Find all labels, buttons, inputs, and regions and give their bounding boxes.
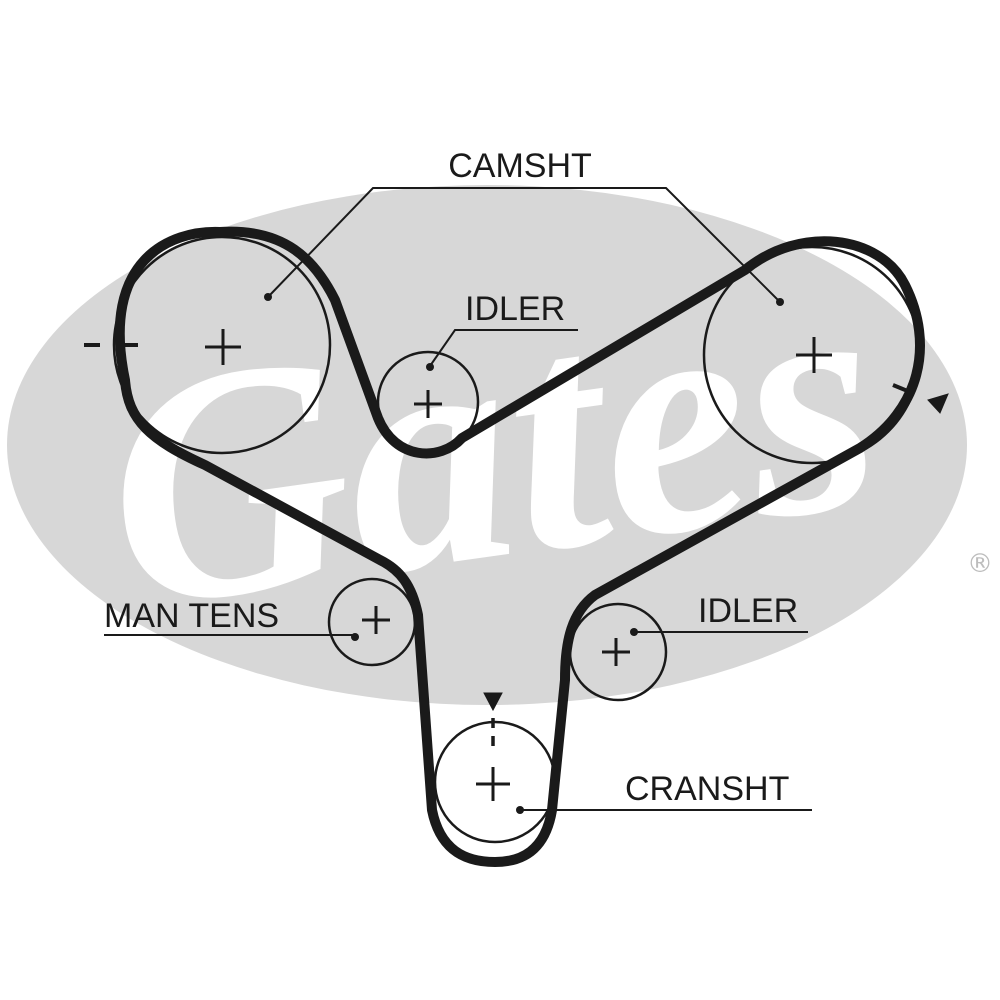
leader-dots: [264, 293, 784, 814]
dot-man-tens: [351, 633, 359, 641]
timing-arrow-right: [927, 393, 949, 414]
center-cross-idler-top: [414, 390, 442, 418]
dot-crank: [516, 806, 524, 814]
dot-cam-left: [264, 293, 272, 301]
leader-idler-top: [429, 329, 578, 367]
label-man-tens: MAN TENS: [104, 597, 279, 635]
camshaft-pulley-left: [112, 235, 332, 455]
gates-logo: Gates ®: [7, 185, 993, 705]
timing-belt: [114, 226, 925, 867]
logo-ellipse: [7, 185, 967, 705]
leader-lines: [104, 187, 812, 811]
timing-arrow-crank: [483, 692, 503, 712]
registered-mark: ®: [967, 549, 993, 579]
timing-marks: [84, 343, 949, 746]
crankshaft-pulley: [433, 720, 557, 844]
dot-cam-right: [776, 298, 784, 306]
center-cross-man-tens: [362, 606, 390, 634]
center-marks: [205, 329, 832, 801]
dot-idler-right: [630, 628, 638, 636]
center-cross-crank: [476, 767, 510, 801]
center-cross-cam-left: [205, 329, 241, 365]
leader-camshaft: [267, 187, 781, 303]
dot-idler-top: [426, 363, 434, 371]
timing-mark-right-dash: [892, 383, 911, 394]
pulleys: [112, 235, 922, 844]
center-cross-idler-right: [602, 638, 630, 666]
label-camshaft: CAMSHT: [448, 147, 592, 185]
label-crankshaft: CRANSHT: [625, 770, 789, 808]
label-idler-top: IDLER: [465, 290, 565, 328]
center-cross-cam-right: [796, 337, 832, 373]
label-idler-right: IDLER: [698, 592, 798, 630]
